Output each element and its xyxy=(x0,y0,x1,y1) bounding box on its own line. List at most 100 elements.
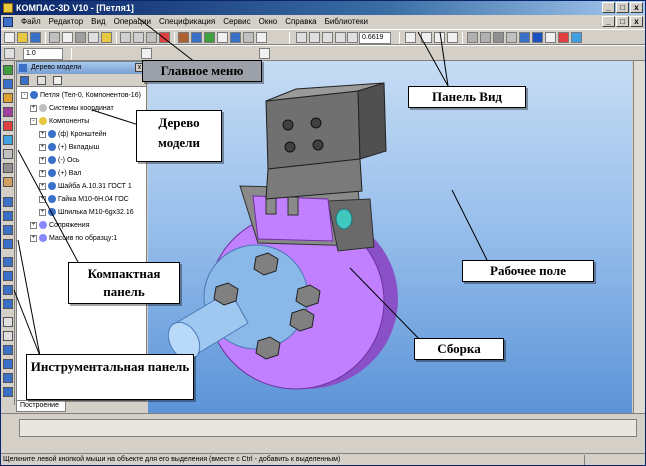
save-icon[interactable] xyxy=(30,32,41,43)
rotate-icon[interactable] xyxy=(447,32,458,43)
spatial-curves-icon[interactable] xyxy=(3,93,13,103)
assembly-icon[interactable] xyxy=(3,79,13,89)
surfaces-icon[interactable] xyxy=(3,107,13,117)
tree-structure-icon[interactable] xyxy=(37,76,46,85)
rebuild-icon[interactable] xyxy=(204,32,215,43)
arrays-icon[interactable] xyxy=(3,121,13,131)
preview-icon[interactable] xyxy=(62,32,73,43)
tree-item[interactable]: +Шпилька М10-6gх32.16 xyxy=(39,207,146,218)
collapse-icon[interactable]: - xyxy=(21,91,28,99)
expand-icon[interactable]: + xyxy=(39,143,46,151)
cut-icon[interactable] xyxy=(75,32,86,43)
expand-icon[interactable]: + xyxy=(30,234,37,242)
expand-icon[interactable]: + xyxy=(30,104,37,112)
halftone-edges-icon[interactable] xyxy=(532,32,543,43)
menu-specification[interactable]: Спецификация xyxy=(159,17,216,26)
properties-field[interactable] xyxy=(19,419,637,437)
vertical-scrollbar[interactable] xyxy=(633,61,645,413)
library-icon[interactable] xyxy=(178,32,189,43)
tree-item[interactable]: +(+) Вал xyxy=(39,168,146,179)
menu-service[interactable]: Сервис xyxy=(223,17,251,26)
help-pointer-icon[interactable] xyxy=(256,32,267,43)
tool-slope-icon[interactable] xyxy=(3,387,13,397)
tree-item[interactable]: +(ф) Кронштейн xyxy=(39,129,146,140)
zoom-window-icon[interactable] xyxy=(296,32,307,43)
section-icon[interactable] xyxy=(558,32,569,43)
print-icon[interactable] xyxy=(49,32,60,43)
open-folder-icon[interactable] xyxy=(17,32,28,43)
tool-hole-icon[interactable] xyxy=(3,345,13,355)
tool-cut-kinematic-icon[interactable] xyxy=(3,285,13,295)
menu-window[interactable]: Окно xyxy=(258,17,278,26)
minimize-button[interactable]: _ xyxy=(602,2,615,13)
tree-item[interactable]: +Шайба А.10.31 ГОСТ 1 xyxy=(39,181,146,192)
menu-help[interactable]: Справка xyxy=(285,17,317,26)
copy-icon[interactable] xyxy=(88,32,99,43)
properties-icon[interactable] xyxy=(146,32,157,43)
tool-shell-icon[interactable] xyxy=(3,373,13,383)
manager-icon[interactable] xyxy=(159,32,170,43)
tree-item[interactable]: +(+) Вкладыш xyxy=(39,142,146,153)
grid-icon[interactable] xyxy=(217,32,228,43)
assembly-model[interactable] xyxy=(148,61,632,413)
filter-icon[interactable] xyxy=(3,177,13,187)
tool-rotate-icon[interactable] xyxy=(3,211,13,221)
expand-icon[interactable]: + xyxy=(39,169,46,177)
local-cs-icon[interactable] xyxy=(259,48,270,59)
axes-icon[interactable] xyxy=(405,32,416,43)
perspective-icon[interactable] xyxy=(545,32,556,43)
tool-cut-loft-icon[interactable] xyxy=(3,299,13,309)
document-icon[interactable] xyxy=(3,17,13,27)
menu-editor[interactable]: Редактор xyxy=(48,17,84,26)
collapse-icon[interactable]: - xyxy=(30,117,37,125)
new-file-icon[interactable] xyxy=(4,32,15,43)
menu-file[interactable]: Файл xyxy=(21,17,41,26)
halftone-icon[interactable] xyxy=(519,32,530,43)
tree-view-mode-icon[interactable] xyxy=(20,76,29,85)
auxiliary-geometry-icon[interactable] xyxy=(3,135,13,145)
zoom-all-icon[interactable] xyxy=(335,32,346,43)
tree-item[interactable]: +Системы координат xyxy=(30,103,146,114)
tree-filter-icon[interactable] xyxy=(53,76,62,85)
doc-restore-button[interactable]: □ xyxy=(616,16,629,27)
zoom-dynamic-icon[interactable] xyxy=(347,32,358,43)
tree-item[interactable]: +Сопряжения xyxy=(30,220,146,231)
show-all-icon[interactable] xyxy=(434,32,445,43)
tool-fillet-icon[interactable] xyxy=(3,317,13,327)
work-field[interactable] xyxy=(148,61,632,413)
close-button[interactable]: x xyxy=(630,2,643,13)
paste-icon[interactable] xyxy=(101,32,112,43)
mates-icon[interactable] xyxy=(3,149,13,159)
expand-icon[interactable]: + xyxy=(30,221,37,229)
pan-icon[interactable] xyxy=(421,32,432,43)
wireframe-icon[interactable] xyxy=(467,32,478,43)
tool-rib-icon[interactable] xyxy=(3,359,13,369)
orientation-icon[interactable] xyxy=(571,32,582,43)
zoom-level-field[interactable]: 0.6619 xyxy=(359,32,391,44)
scale-field[interactable]: 1.0 xyxy=(23,48,63,60)
undo-icon[interactable] xyxy=(120,32,131,43)
expand-icon[interactable]: + xyxy=(39,182,46,190)
tree-item[interactable]: -Петля (Тел-0, Компонентов-16) xyxy=(21,90,146,101)
zoom-in-icon[interactable] xyxy=(309,32,320,43)
tree-item[interactable]: +Массив по образцу:1 xyxy=(30,233,146,244)
tree-item[interactable]: -Компоненты xyxy=(30,116,146,127)
variables-icon[interactable] xyxy=(191,32,202,43)
expand-icon[interactable]: + xyxy=(39,195,46,203)
hidden-lines-icon[interactable] xyxy=(480,32,491,43)
doc-minimize-button[interactable]: _ xyxy=(602,16,615,27)
expand-icon[interactable]: + xyxy=(39,208,46,216)
expand-icon[interactable]: + xyxy=(39,130,46,138)
calculator-icon[interactable] xyxy=(230,32,241,43)
tool-loft-icon[interactable] xyxy=(3,239,13,249)
tool-kinematic-icon[interactable] xyxy=(3,225,13,235)
redo-icon[interactable] xyxy=(133,32,144,43)
tab-construction[interactable]: Построение xyxy=(16,401,66,412)
snap-icon[interactable] xyxy=(141,48,152,59)
tool-extrude-icon[interactable] xyxy=(3,197,13,207)
menu-libraries[interactable]: Библиотеки xyxy=(324,17,368,26)
tool-cut-rotate-icon[interactable] xyxy=(3,271,13,281)
no-hidden-icon[interactable] xyxy=(506,32,517,43)
measure-panel-icon[interactable] xyxy=(3,163,13,173)
menu-operations[interactable]: Операции xyxy=(113,17,152,26)
